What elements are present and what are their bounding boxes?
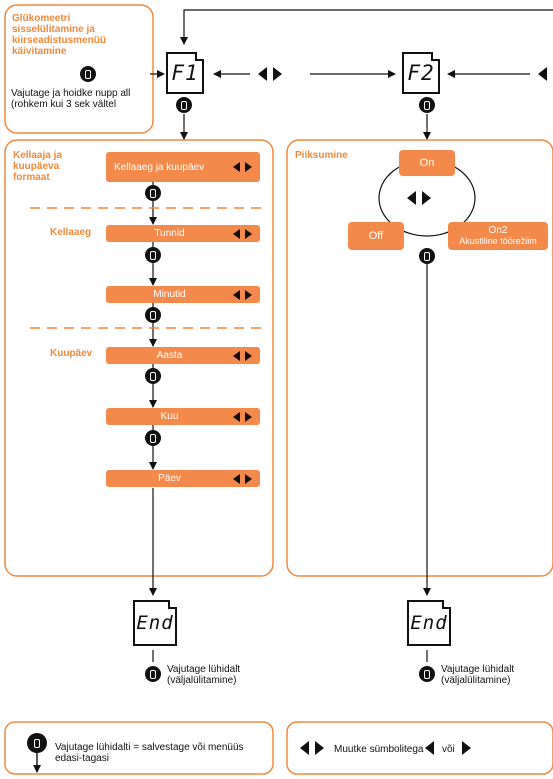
section-date: Kuupäev [50, 348, 93, 359]
power-button-icon[interactable] [176, 97, 192, 113]
legend-arrows [300, 741, 324, 755]
legend-change-text: Muutke sümbolitega [334, 744, 424, 755]
hold-instruction: Vajutage ja hoidke nupp all (rohkem kui … [11, 88, 131, 110]
arrow-left-icon[interactable] [407, 191, 416, 205]
power-button-icon[interactable] [145, 368, 161, 384]
arrow-left-icon[interactable] [233, 411, 240, 422]
left-panel-box [4, 139, 274, 577]
end-right-text: Vajutage lühidalt (väljalülitamine) [441, 664, 515, 686]
power-button-icon[interactable] [80, 66, 96, 82]
item-time-date[interactable]: Kellaaeg ja kuupäev [106, 152, 260, 182]
power-button-icon[interactable] [145, 430, 161, 446]
display-f2: F2 [402, 52, 440, 94]
power-button-icon[interactable] [145, 247, 161, 263]
power-button-icon[interactable] [145, 307, 161, 323]
arrow-left-icon[interactable] [233, 228, 240, 239]
left-panel-title: Kellaaja ja kuupäeva formaat [13, 150, 62, 183]
end-left-text: Vajutage lühidalt (väljalülitamine) [167, 664, 241, 686]
power-button-icon[interactable] [145, 666, 161, 682]
arrow-right-icon[interactable] [273, 67, 282, 81]
option-on2[interactable]: On2 Akustiline töörežiim [448, 222, 548, 250]
right-panel-title: Piiksumine [295, 150, 348, 161]
arrow-left-icon[interactable] [258, 67, 267, 81]
section-time: Kellaaeg [50, 227, 92, 238]
power-button-icon[interactable] [145, 185, 161, 201]
item-minutes[interactable]: Minutid [106, 286, 260, 303]
intro-title: Glükomeetri sisselülitamine ja kiirseadi… [12, 13, 106, 57]
option-off[interactable]: Off [348, 222, 404, 250]
legend-or-text: või [442, 744, 455, 755]
item-year[interactable]: Aasta [106, 347, 260, 364]
display-end-right: End [407, 600, 451, 646]
legend-press-text: Vajutage lühidalti = salvestage või menü… [55, 742, 244, 764]
item-month[interactable]: Kuu [106, 408, 260, 425]
arrow-right-icon [315, 741, 324, 755]
arrow-right-icon[interactable] [245, 289, 252, 300]
arrow-left-icon[interactable] [233, 162, 240, 172]
arrow-right-icon[interactable] [245, 473, 252, 484]
intro-box [4, 4, 154, 134]
beep-arrows[interactable] [407, 191, 431, 205]
legend-right-box [286, 721, 553, 775]
arrow-right-icon[interactable] [245, 162, 252, 172]
item-day[interactable]: Päev [106, 470, 260, 487]
power-button-icon[interactable] [419, 666, 435, 682]
power-button-icon[interactable] [27, 733, 47, 753]
arrow-right-icon[interactable] [245, 411, 252, 422]
display-f1: F1 [166, 52, 204, 94]
nav-arrows-center[interactable] [258, 67, 282, 81]
arrow-left-icon [425, 741, 434, 755]
arrow-right-icon[interactable] [245, 350, 252, 361]
legend-left-box [4, 721, 274, 775]
arrow-left-icon[interactable] [538, 67, 547, 81]
display-end-left: End [133, 600, 177, 646]
arrow-left-icon[interactable] [233, 473, 240, 484]
power-button-icon[interactable] [419, 97, 435, 113]
nav-arrows-edge[interactable] [538, 67, 547, 81]
arrow-left-icon[interactable] [233, 350, 240, 361]
arrow-right-icon [462, 741, 471, 755]
arrow-left-icon[interactable] [233, 289, 240, 300]
loop-line [180, 9, 553, 45]
item-hours[interactable]: Tunnid [106, 225, 260, 242]
right-panel-box [286, 139, 553, 577]
arrow-right-icon[interactable] [422, 191, 431, 205]
power-button-icon[interactable] [419, 248, 435, 264]
arrow-right-icon[interactable] [245, 228, 252, 239]
option-on[interactable]: On [399, 150, 455, 176]
arrow-left-icon [300, 741, 309, 755]
